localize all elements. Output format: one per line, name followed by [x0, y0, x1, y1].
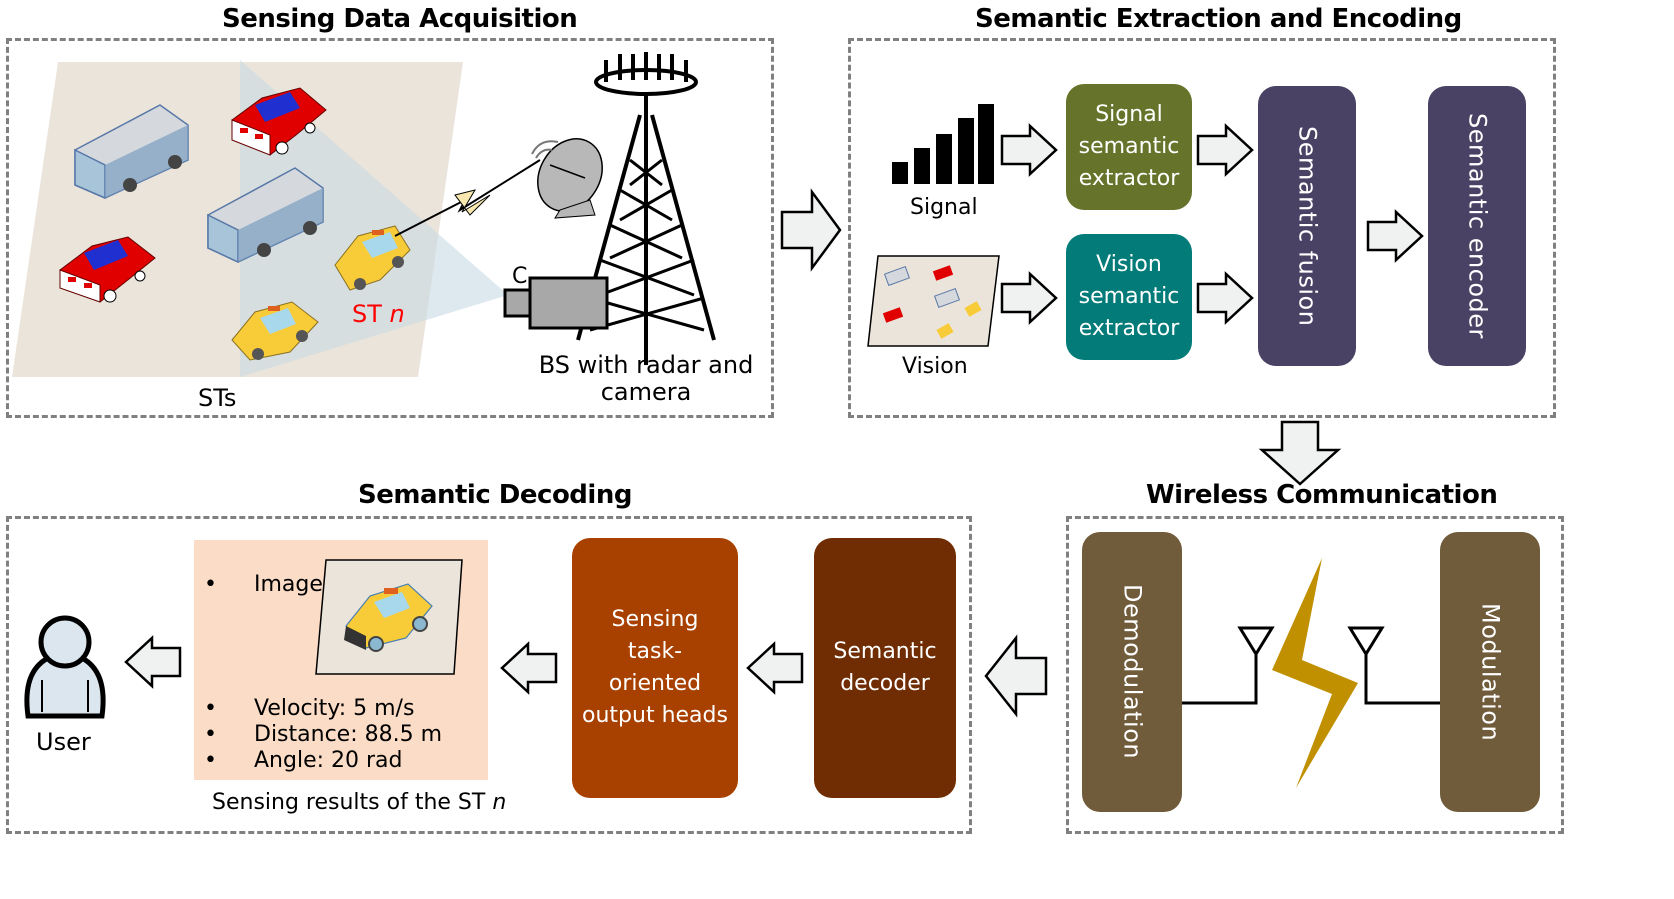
taxi-image-thumbnail [315, 559, 463, 675]
arrow-down-icon [1258, 420, 1342, 486]
extraction-panel [848, 38, 1556, 418]
st-n-text: ST [352, 300, 382, 328]
result-angle-row: • Angle: 20 rad [204, 748, 403, 773]
result-image-label: Image: [254, 572, 331, 597]
modulation-block: Modulation [1440, 532, 1540, 812]
arrow-right-icon [1196, 123, 1254, 177]
output-heads-label: Sensing task-oriented output heads [582, 607, 728, 728]
semantic-encoder-block: Semantic encoder [1428, 86, 1526, 366]
signal-label: Signal [910, 195, 978, 220]
arrow-left-icon [984, 634, 1048, 718]
section-title-decoding: Semantic Decoding [358, 480, 632, 510]
modulation-label: Modulation [1476, 602, 1505, 742]
camera-icon [503, 276, 609, 330]
arrow-left-icon [500, 641, 558, 695]
taxi-icon-st-n [334, 225, 411, 291]
sts-label: STs [198, 384, 237, 412]
taxi-icon [231, 301, 319, 361]
signal-semantic-extractor: Signal semantic extractor [1066, 84, 1192, 210]
result-velocity: Velocity: 5 m/s [254, 696, 415, 721]
semantic-decoder-label: Semantic decoder [833, 639, 937, 696]
antenna-icon [1347, 626, 1440, 705]
arrow-right-icon [780, 188, 842, 272]
decoding-panel [6, 516, 972, 834]
vision-extractor-label: Vision semantic extractor [1078, 252, 1180, 341]
radar-dish-icon [531, 138, 603, 219]
result-distance: Distance: 88.5 m [254, 722, 443, 747]
result-distance-row: • Distance: 88.5 m [204, 722, 442, 747]
bs-label-line1: BS with radar and [538, 351, 754, 379]
section-title-wireless: Wireless Communication [1146, 480, 1498, 510]
results-caption-text: Sensing results of the ST [212, 790, 486, 815]
link-bolt [454, 189, 491, 216]
signal-extractor-label: Signal semantic extractor [1078, 102, 1180, 191]
user-label: User [36, 728, 91, 756]
road-scene [12, 52, 716, 377]
bs-label-line2: camera [600, 378, 692, 406]
arrow-left-icon [124, 635, 182, 689]
bus-icon [207, 167, 324, 264]
semantic-decoder-block: Semantic decoder [814, 538, 956, 798]
bullet: • [204, 696, 217, 721]
vision-thumbnail [867, 255, 1000, 347]
red-car-icon [59, 236, 156, 303]
wireless-channel [1182, 558, 1440, 788]
demodulation-block: Demodulation [1082, 532, 1182, 812]
lightning-icon [1272, 558, 1358, 788]
output-heads-block: Sensing task-oriented output heads [572, 538, 738, 798]
bs-label: BS with radar and camera [530, 352, 762, 406]
bullet: • [204, 748, 217, 773]
arrow-right-icon [1000, 271, 1058, 325]
result-image-row: • Image: [204, 572, 330, 597]
user-icon [24, 615, 106, 719]
arrow-right-icon [1196, 271, 1254, 325]
semantic-fusion-label: Semantic fusion [1293, 125, 1322, 327]
results-caption: Sensing results of the ST n [212, 790, 506, 815]
vision-semantic-extractor: Vision semantic extractor [1066, 234, 1192, 360]
wireless-panel [1066, 516, 1564, 834]
section-title-acquisition: Sensing Data Acquisition [222, 4, 578, 34]
semantic-fusion-block: Semantic fusion [1258, 86, 1356, 366]
vision-label: Vision [902, 354, 968, 379]
camera-letter: C [512, 264, 528, 289]
bus-icon [74, 104, 189, 200]
section-title-extraction: Semantic Extraction and Encoding [975, 4, 1462, 34]
arrow-right-icon [1000, 123, 1058, 177]
taxi-icon [344, 583, 433, 652]
semantic-encoder-label: Semantic encoder [1463, 113, 1492, 339]
sensing-beam [240, 60, 508, 377]
bullet: • [204, 722, 217, 747]
results-caption-var: n [492, 790, 507, 815]
bullet: • [204, 572, 217, 597]
red-car-icon [231, 87, 327, 156]
arrow-right-icon [1366, 209, 1424, 263]
result-angle: Angle: 20 rad [254, 748, 403, 773]
sensing-results-panel: • Image: • Velocity: 5 m/s • Distance: 8… [194, 540, 488, 780]
arrow-left-icon [746, 641, 804, 695]
result-velocity-row: • Velocity: 5 m/s [204, 696, 414, 721]
signal-bars-icon [892, 104, 994, 184]
antenna-icon [1182, 626, 1275, 705]
st-n-var: n [389, 300, 405, 328]
acquisition-panel [6, 38, 774, 418]
demodulation-label: Demodulation [1118, 584, 1147, 760]
st-n-label: ST n [352, 300, 405, 328]
